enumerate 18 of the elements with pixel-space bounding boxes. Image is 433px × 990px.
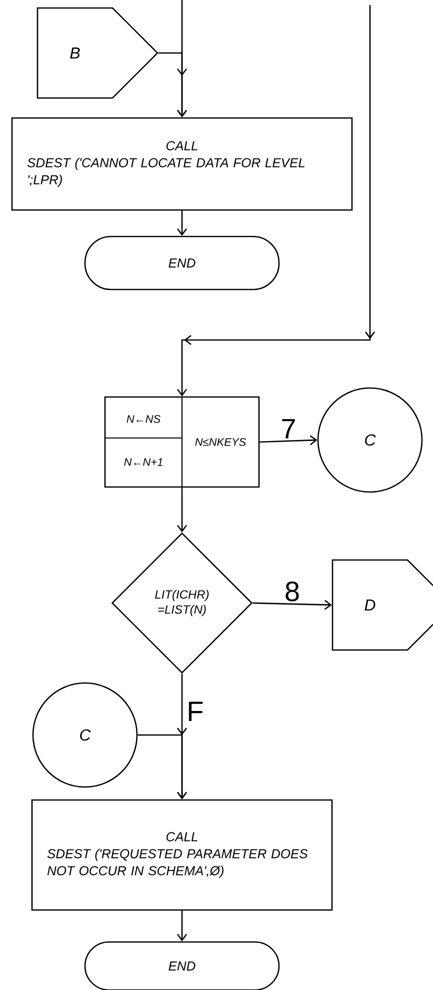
loop-box: N←NS N←N+1 N≤NKEYS: [104, 396, 260, 488]
edge-label: F: [188, 702, 203, 721]
arrow: [158, 52, 188, 118]
offpage-connector: B: [36, 7, 158, 99]
terminal-box: END: [84, 941, 280, 990]
offpage-connector: D: [332, 559, 433, 651]
arrow: [176, 210, 188, 236]
arrow: [176, 5, 376, 396]
edge-label: 7: [282, 419, 295, 438]
process-box: CALL SDEST ('CANNOT LOCATE DATA FOR LEVEL ';LPR): [11, 117, 353, 211]
arrow: [260, 435, 318, 446]
process-box: CALL SDEST ('REQUESTED PARAMETER DOES NOT OCCUR IN SCHEMA',Ø): [31, 799, 333, 911]
arrow: [176, 910, 188, 942]
terminal-box: END: [84, 236, 280, 290]
arrow: [138, 728, 188, 800]
arrow: [252, 600, 332, 610]
arrow: [176, 488, 188, 532]
edge-label: 8: [286, 582, 299, 602]
